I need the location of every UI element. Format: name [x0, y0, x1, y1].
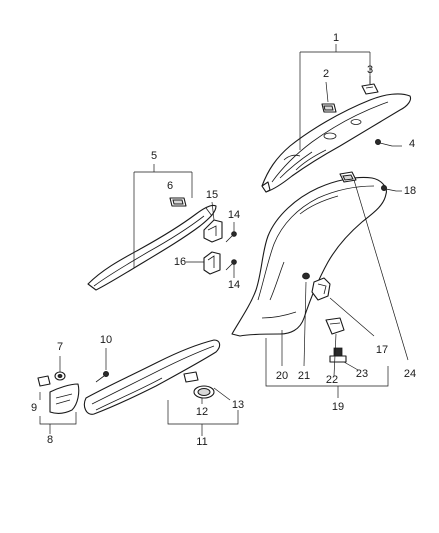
- upper-quarter-trim-panel: [261, 93, 412, 193]
- callout-13: 13: [231, 399, 245, 411]
- leader-11: [167, 400, 239, 436]
- clip-2: [321, 103, 337, 113]
- screw-18: [380, 184, 397, 192]
- leader-5: [133, 164, 193, 268]
- cover-22: [325, 317, 345, 335]
- callout-14-lower: 14: [227, 279, 241, 291]
- callout-4: 4: [408, 138, 416, 150]
- screw-10: [95, 370, 110, 383]
- screw-14-upper: [225, 231, 237, 243]
- kick-panel-9: [49, 383, 80, 414]
- screw-14-lower: [225, 259, 237, 271]
- callout-16: 16: [173, 256, 187, 268]
- clip-3: [361, 83, 379, 95]
- leader-2: [325, 81, 329, 103]
- leader-1: [299, 44, 371, 150]
- a-pillar-trim: [87, 204, 217, 291]
- leader-23: [343, 361, 359, 371]
- leader-22: [333, 333, 337, 377]
- callout-24: 24: [403, 368, 417, 380]
- clip-24: [339, 171, 357, 183]
- callout-12: 12: [195, 406, 209, 418]
- bracket-15: [203, 219, 223, 243]
- leader-8: [39, 412, 77, 434]
- callout-20: 20: [275, 370, 289, 382]
- clip-9: [37, 375, 51, 387]
- screw-4: [374, 138, 393, 147]
- callout-22: 22: [325, 374, 339, 386]
- callout-6: 6: [166, 180, 174, 192]
- callout-23: 23: [355, 368, 369, 380]
- quarter-trim-panel: [231, 176, 387, 337]
- leader-24: [353, 179, 409, 361]
- leader-17: [329, 297, 375, 337]
- callout-14-upper: 14: [227, 209, 241, 221]
- callout-3: 3: [366, 64, 374, 76]
- callout-2: 2: [322, 68, 330, 80]
- clip-13: [183, 371, 199, 383]
- scuff-plate: [83, 339, 221, 415]
- belt-guide-21: [311, 277, 331, 301]
- clip-6: [169, 197, 187, 207]
- callout-1: 1: [332, 32, 340, 44]
- callout-9: 9: [30, 402, 38, 414]
- callout-17: 17: [375, 344, 389, 356]
- callout-15: 15: [205, 189, 219, 201]
- leader-15: [211, 201, 215, 221]
- callout-21: 21: [297, 370, 311, 382]
- leader-13: [213, 387, 231, 401]
- clip-7: [54, 371, 66, 381]
- callout-10: 10: [99, 334, 113, 346]
- callout-5: 5: [150, 150, 158, 162]
- callout-19: 19: [331, 401, 345, 413]
- retainer-12: [193, 385, 215, 399]
- callout-7: 7: [56, 341, 64, 353]
- leader-19: [265, 338, 389, 398]
- callout-8: 8: [46, 434, 54, 446]
- callout-11: 11: [196, 436, 208, 448]
- bolt-23: [329, 347, 347, 363]
- leader-21: [303, 281, 307, 367]
- callout-18: 18: [403, 185, 417, 197]
- bracket-16: [203, 251, 221, 275]
